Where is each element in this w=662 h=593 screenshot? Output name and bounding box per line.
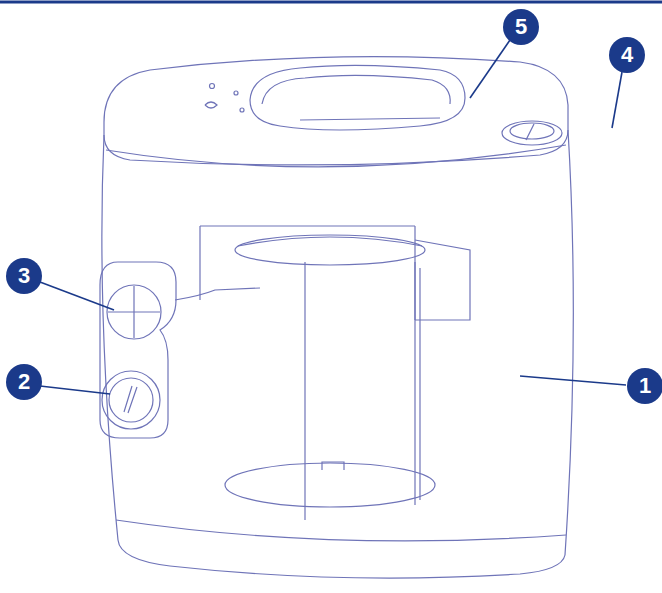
callout-circle: 1 bbox=[627, 368, 662, 404]
callout-circle: 2 bbox=[6, 364, 42, 400]
callout-number: 5 bbox=[515, 16, 527, 38]
top-rule bbox=[0, 1, 662, 4]
callout-number: 1 bbox=[639, 375, 651, 397]
appliance-outline bbox=[100, 57, 573, 578]
callout-circle: 3 bbox=[6, 258, 42, 294]
callout-number: 2 bbox=[18, 371, 30, 393]
callout-circle: 4 bbox=[609, 37, 645, 73]
callout-number: 4 bbox=[621, 44, 633, 66]
callout-circle: 5 bbox=[503, 9, 539, 45]
callout-number: 3 bbox=[18, 265, 30, 287]
leader-lines bbox=[40, 40, 626, 394]
